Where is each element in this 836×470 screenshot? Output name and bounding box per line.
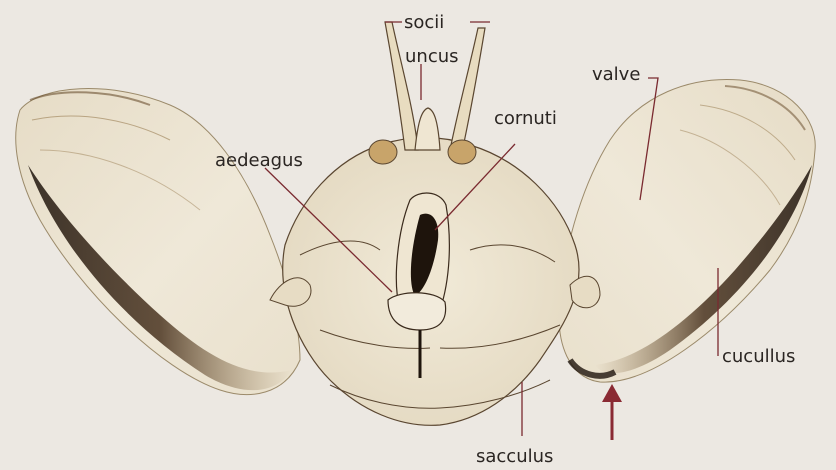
- label-socii: socii: [404, 12, 444, 33]
- left-valve: [16, 89, 300, 395]
- label-cornuti: cornuti: [494, 108, 557, 129]
- label-valve: valve: [592, 64, 640, 85]
- label-aedeagus: aedeagus: [215, 150, 303, 171]
- label-cucullus: cucullus: [722, 346, 795, 367]
- label-uncus: uncus: [405, 46, 459, 67]
- uncus-socii: [369, 22, 485, 164]
- label-sacculus: sacculus: [476, 446, 553, 467]
- right-valve: [559, 79, 815, 382]
- up-arrow-icon: [602, 384, 622, 440]
